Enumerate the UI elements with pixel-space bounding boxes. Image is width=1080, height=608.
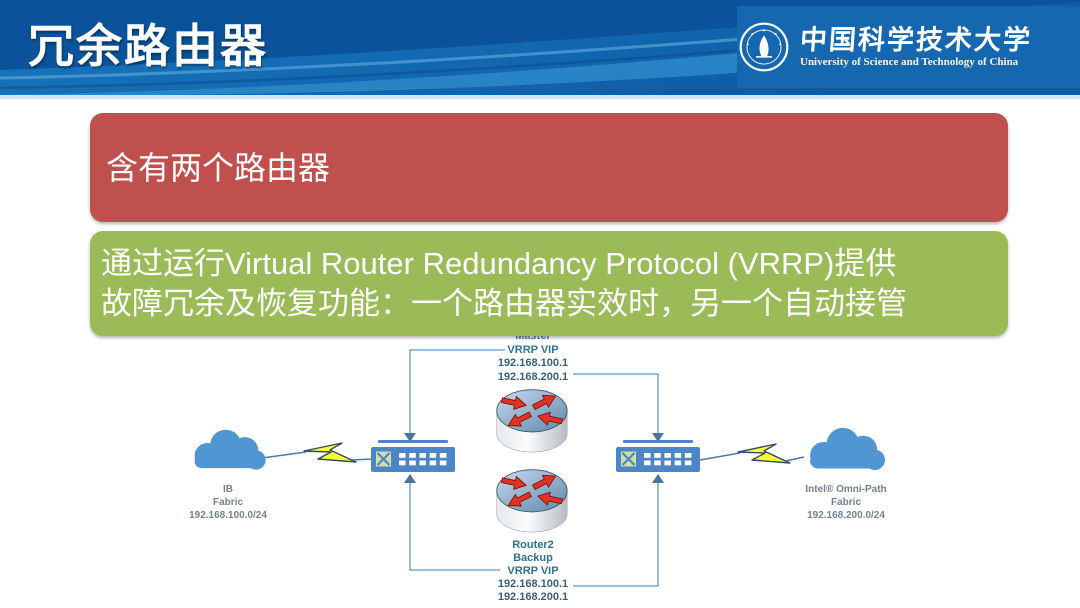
router-master-vip-label: VRRP VIP [507, 343, 559, 356]
header-banner [0, 0, 1080, 95]
connector-bottom-right-line [573, 483, 659, 587]
header-divider [0, 95, 1080, 99]
bullet-box-green: 通过运行Virtual Router Redundancy Protocol (… [90, 231, 1008, 336]
cloud-left-label: IB Fabric 192.168.100.0/24 [189, 483, 267, 522]
cloud-right-icon [810, 427, 886, 471]
bullet-green-line1: 通过运行Virtual Router Redundancy Protocol (… [101, 245, 897, 281]
cloud-left-icon [194, 429, 266, 470]
router-master-vip2: 192.168.200.1 [497, 370, 569, 383]
router-master-icon [497, 390, 567, 452]
router-backup-name: Router2 [512, 539, 554, 551]
switch-left-icon [369, 438, 457, 474]
vrrp-connector-lines [409, 349, 659, 587]
arrow-down-left-icon [404, 433, 416, 442]
logo-cn-text: 中国科学技术大学 [798, 25, 1034, 55]
router-backup-vip2: 192.168.200.1 [497, 591, 569, 603]
cloud-left-type: Fabric [212, 497, 244, 508]
ustc-logo: 中国科学技术大学 University of Science and Techn… [738, 10, 1058, 84]
ustc-seal-icon [739, 22, 789, 72]
cloud-right-label: Intel® Omni-Path Fabric 192.168.200.0/24 [805, 483, 886, 522]
cloud-right-name: Intel® Omni-Path [805, 484, 887, 495]
cloud-right-type: Fabric [830, 497, 862, 508]
cloud-left-name: IB [222, 484, 233, 495]
router-backup-vip1: 192.168.100.1 [497, 578, 569, 590]
arrow-up-left-icon [404, 474, 416, 483]
ustc-logo-text: 中国科学技术大学 University of Science and Techn… [798, 25, 1034, 69]
logo-en-text: University of Science and Technology of … [800, 56, 1019, 68]
router-backup-icon [497, 470, 567, 532]
cloud-left-subnet: 192.168.100.0/24 [189, 510, 267, 521]
connector-bottom-left-line [409, 483, 500, 571]
lightning-right-icon [699, 443, 805, 464]
header-art [0, 0, 1080, 95]
router-backup-vip-label: VRRP VIP [507, 565, 559, 577]
cloud-right-subnet: 192.168.200.0/24 [807, 510, 885, 521]
router-master-label: Master VRRP VIP 192.168.100.1 192.168.20… [498, 330, 568, 384]
connector-top-left-line [409, 349, 505, 433]
bullet-red-text: 含有两个路由器 [106, 149, 331, 186]
connector-arrowheads [404, 433, 664, 483]
bullet-green-line2: 故障冗余及恢复功能：一个路由器实效时，另一个自动接管 [101, 285, 907, 321]
lightning-left-icon [261, 442, 373, 463]
arrow-down-right-icon [652, 433, 664, 442]
connector-top-right-line [573, 373, 659, 433]
router-backup-label: Router2 Backup VRRP VIP 192.168.100.1 19… [498, 539, 568, 604]
bullet-box-red: 含有两个路由器 [90, 113, 1008, 222]
page-title: 冗余路由器 [28, 21, 268, 72]
switch-right-icon [614, 438, 702, 474]
router-master-vip1: 192.168.100.1 [497, 357, 569, 369]
router-backup-role: Backup [513, 552, 553, 564]
arrow-up-right-icon [652, 474, 664, 483]
